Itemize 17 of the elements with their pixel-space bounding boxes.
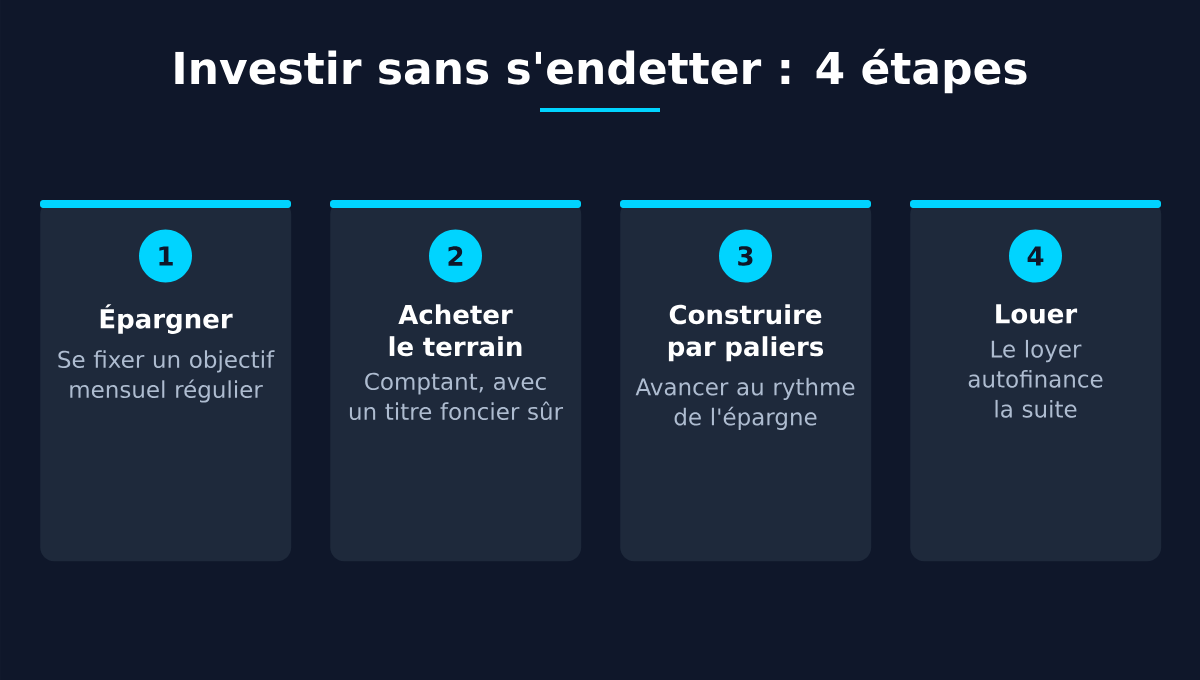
step-card — [330, 200, 582, 562]
step-number-badge: 3 — [719, 229, 772, 283]
step-card — [620, 200, 872, 562]
step-heading: Épargner — [100, 304, 233, 334]
step-heading: Construire par paliers — [668, 304, 824, 362]
step-card — [910, 200, 1162, 562]
step-description: Le loyer autofinance la suite — [968, 339, 1103, 418]
step-number-badge: 2 — [429, 229, 482, 283]
step-description: Comptant, avec un titre foncier sûr — [349, 372, 564, 421]
step-number-badge: 1 — [139, 229, 192, 283]
step-description: Se fixer un objectif mensuel régulier — [58, 350, 275, 403]
step-heading: Acheter le terrain — [389, 304, 522, 357]
title: Investir sans s'endetter : 4 étapes — [175, 48, 1027, 94]
step-card — [40, 200, 292, 562]
step-number-badge: 4 — [1009, 229, 1062, 283]
step-heading: Louer — [996, 304, 1078, 324]
step-description: Avancer au rythme de l'épargne — [635, 377, 855, 430]
